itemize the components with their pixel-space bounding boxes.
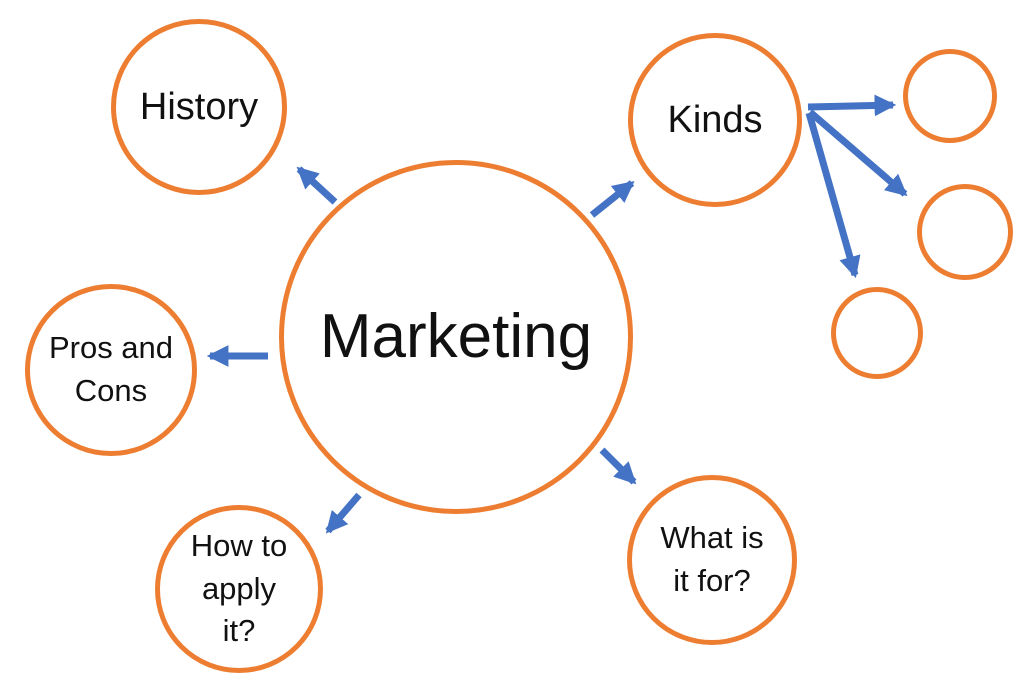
node-pros-and-cons[interactable]: Pros and Cons	[25, 284, 197, 456]
connector-kinds-item-1	[807, 94, 897, 117]
connector-kinds-item-3	[805, 112, 861, 279]
node-kind-item-3[interactable]	[831, 287, 923, 379]
node-pros-and-cons-label: Pros and Cons	[48, 330, 174, 408]
connector-marketing-history	[296, 166, 338, 205]
connector-marketing-kinds	[589, 180, 635, 218]
node-marketing-label: Marketing	[319, 301, 593, 371]
node-kind-item-1[interactable]	[903, 49, 997, 143]
node-history[interactable]: History	[111, 19, 287, 195]
connector-marketing-what-for	[599, 447, 637, 485]
node-kinds-label: Kinds	[667, 98, 763, 141]
node-history-label: History	[139, 85, 259, 128]
node-kinds[interactable]: Kinds	[628, 33, 802, 207]
node-kind-item-2[interactable]	[917, 184, 1013, 280]
node-what-is-it-for[interactable]: What is it for?	[627, 475, 797, 645]
node-how-to-apply-it-label: How to apply it?	[190, 527, 288, 649]
node-how-to-apply-it[interactable]: How to apply it?	[155, 505, 323, 673]
node-what-is-it-for-label: What is it for?	[660, 520, 764, 598]
connector-kinds-item-2	[807, 109, 908, 197]
node-marketing[interactable]: Marketing	[279, 160, 633, 514]
connector-marketing-how-to-apply	[325, 492, 362, 534]
